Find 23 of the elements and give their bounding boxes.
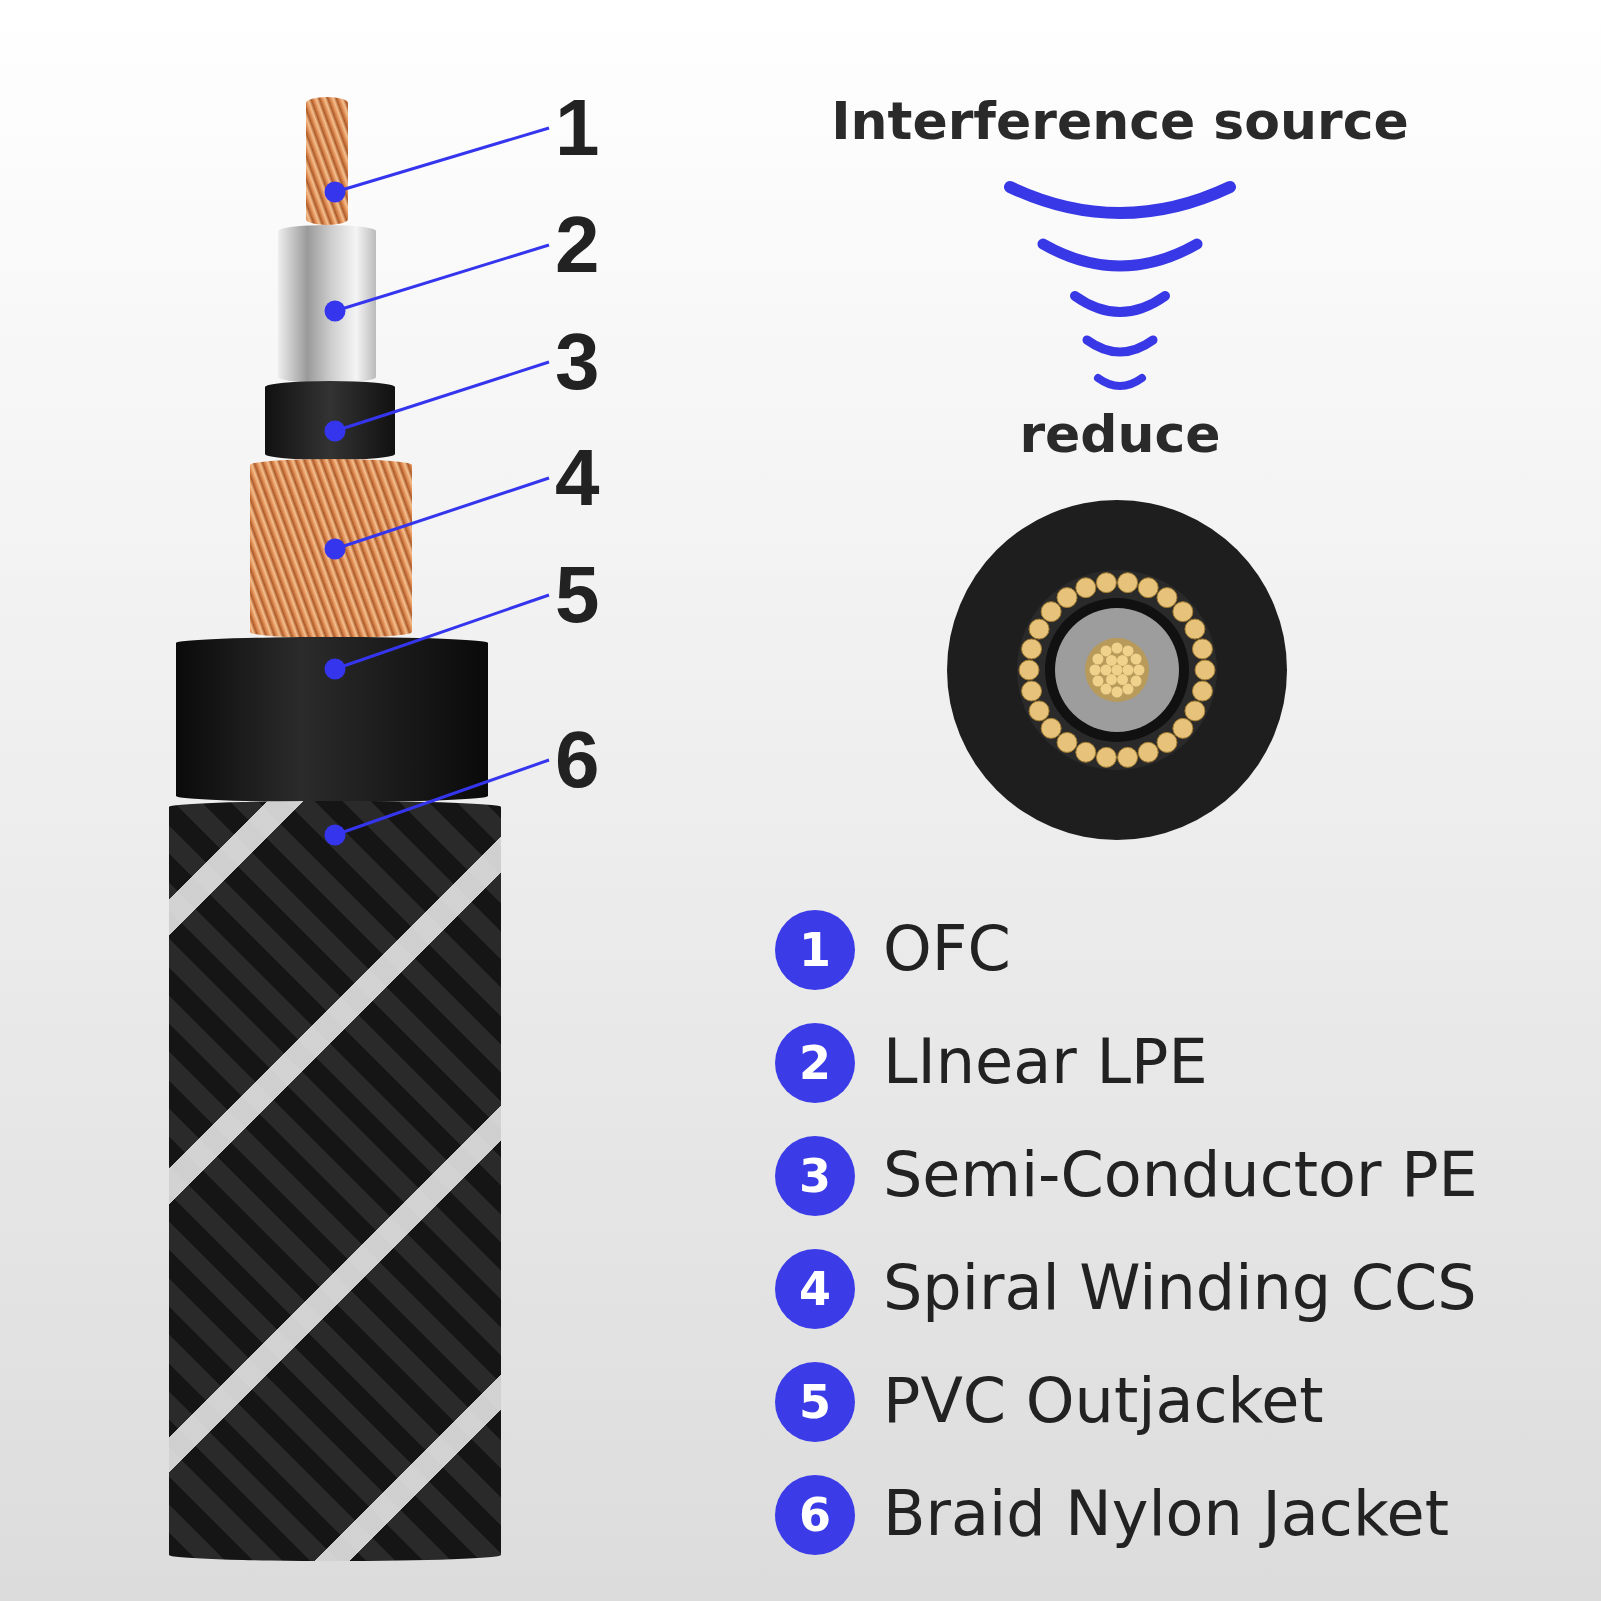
callout-number: 2 <box>555 205 600 285</box>
layer-name: OFC <box>883 918 1011 980</box>
braided-nylon-jacket <box>169 801 501 1561</box>
layer-name: Semi-Conductor PE <box>883 1144 1478 1206</box>
heading-text: Interference source <box>831 95 1409 147</box>
leader-line <box>324 360 550 442</box>
leader-line <box>324 593 550 680</box>
callout-number: 3 <box>555 322 600 402</box>
leader-line <box>324 758 550 846</box>
callout-number: 5 <box>555 555 600 635</box>
caption-text: reduce <box>1019 408 1221 460</box>
insulation-layer <box>278 225 376 383</box>
pvc-jacket <box>176 637 488 802</box>
semiconductor-layer <box>265 381 395 460</box>
copper-core <box>306 97 348 225</box>
callout-number: 6 <box>555 720 600 800</box>
layer-name: LInear LPE <box>883 1031 1208 1093</box>
callout-number: 1 <box>555 88 600 168</box>
leader-line <box>324 476 550 560</box>
leader-line <box>324 243 550 322</box>
copper-spiral-shield <box>250 459 412 638</box>
leader-line <box>324 126 550 203</box>
callout-number: 4 <box>555 438 600 518</box>
